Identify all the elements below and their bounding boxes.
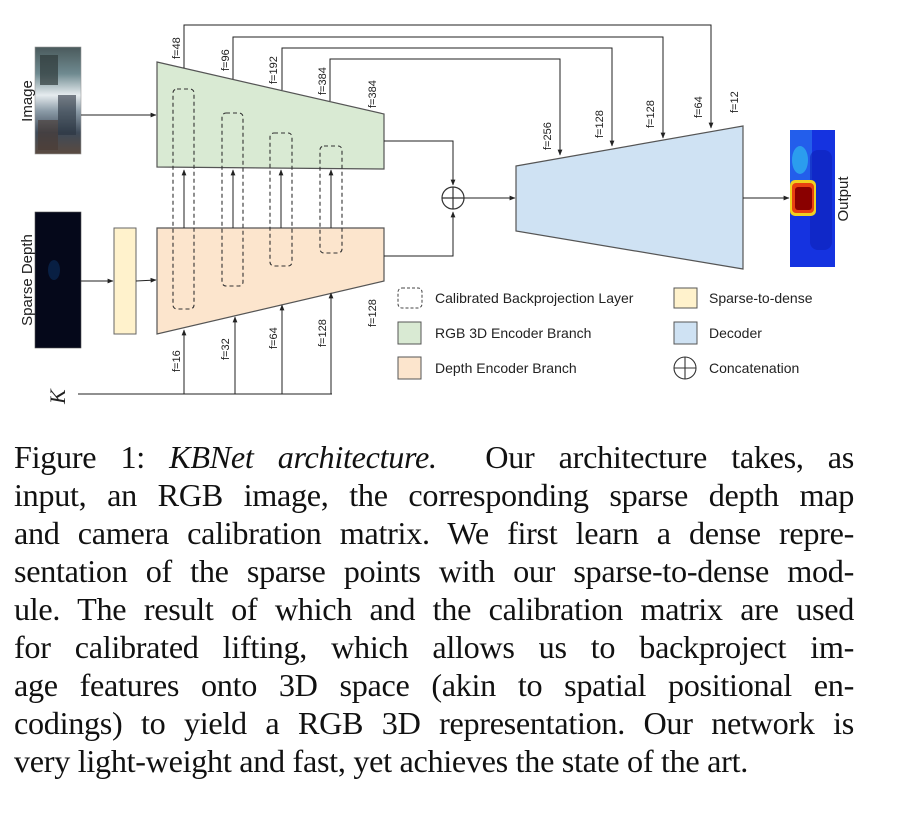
output-depth-map	[790, 130, 835, 267]
feature-label: f=192	[268, 56, 280, 84]
rgb-encoder-labels: f=48 f=96 f=192 f=384 f=384	[171, 37, 379, 108]
skip-connections	[183, 24, 714, 156]
depth-encoder-output	[384, 211, 456, 257]
caption-prefix: Figure 1:	[14, 439, 170, 475]
feature-label: f=256	[542, 122, 554, 150]
feature-label: f=128	[645, 100, 657, 128]
decoder	[515, 125, 744, 270]
figure-caption: Figure 1: KBNet architecture. Our archit…	[14, 438, 854, 780]
feature-label: f=96	[220, 49, 232, 71]
caption-line: Figure 1: KBNet architecture. Our archit…	[14, 439, 855, 475]
backprojection-layers	[172, 88, 343, 310]
caption-line: sentation of the sparse points with our …	[14, 553, 854, 589]
backprojection-layer	[319, 145, 343, 254]
caption-line: codings) to yield a RGB 3D representatio…	[14, 705, 854, 741]
feature-label: f=32	[220, 338, 232, 360]
sparse-depth-label: Sparse Depth	[19, 234, 36, 326]
calibration-label: K	[45, 388, 70, 405]
feature-label: f=128	[317, 319, 329, 347]
decoder-labels: f=256 f=128 f=128 f=64 f=12	[542, 91, 741, 150]
rgb-encoder-branch	[156, 61, 385, 170]
caption-line: age features onto 3D space (akin to spat…	[14, 667, 854, 703]
legend-item-depth-encoder: Depth Encoder Branch	[397, 356, 577, 380]
depth-encoder-branch	[156, 227, 385, 335]
backprojection-layer	[269, 132, 293, 267]
feature-label: f=48	[171, 37, 183, 59]
legend-item-decoder: Decoder	[673, 321, 762, 345]
skip-connection	[329, 58, 563, 156]
caption-title: KBNet architecture.	[169, 439, 437, 475]
architecture-diagram: Image Sparse Depth K f=4	[19, 24, 852, 405]
svg-text:RGB 3D Encoder Branch: RGB 3D Encoder Branch	[435, 325, 591, 341]
feature-label: f=384	[367, 80, 379, 108]
caption-line: ule. The result of which and the calibra…	[14, 591, 854, 627]
feature-label: f=128	[367, 299, 379, 327]
sparse-to-dense-module	[113, 227, 137, 335]
caption-line: and camera calibration matrix. We first …	[14, 515, 854, 551]
rgb-encoder-output	[384, 140, 456, 186]
concatenation-node	[441, 186, 465, 210]
sparse-depth-points	[48, 260, 60, 280]
feature-label: f=128	[594, 110, 606, 138]
legend: Calibrated Backprojection Layer Sparse-t…	[397, 287, 813, 380]
backprojection-layer	[221, 112, 244, 287]
feature-label: f=64	[693, 96, 705, 118]
legend-item-backprojection: Calibrated Backprojection Layer	[397, 287, 634, 309]
svg-text:Depth Encoder Branch: Depth Encoder Branch	[435, 360, 577, 376]
feature-label: f=384	[317, 67, 329, 95]
calibration-arrows	[181, 292, 334, 394]
sparse-to-dense-arrow	[135, 277, 157, 283]
svg-text:Decoder: Decoder	[709, 325, 762, 341]
output-label: Output	[835, 176, 852, 222]
caption-line: very light-weight and fast, yet achieves…	[14, 743, 748, 779]
feature-label: f=16	[171, 350, 183, 372]
input-image	[34, 46, 82, 155]
caption-line: input, an RGB image, the corresponding s…	[14, 477, 854, 513]
skip-connection	[183, 24, 714, 129]
depth-encoder-labels: f=16 f=32 f=64 f=128 f=128	[171, 299, 379, 372]
input-sparse-depth	[34, 211, 82, 349]
image-label: Image	[19, 80, 36, 122]
legend-item-sparse-to-dense: Sparse-to-dense	[673, 287, 813, 309]
skip-connection	[281, 47, 615, 147]
feature-label: f=12	[729, 91, 741, 113]
depth-to-rgb-arrows	[181, 169, 334, 228]
svg-text:Concatenation: Concatenation	[709, 360, 799, 376]
legend-item-rgb-encoder: RGB 3D Encoder Branch	[397, 321, 591, 345]
skip-connection	[232, 36, 666, 139]
svg-text:Calibrated Backprojection Laye: Calibrated Backprojection Layer	[435, 290, 634, 306]
feature-label: f=64	[268, 327, 280, 349]
caption-line: for calibrated lifting, which allows us …	[14, 629, 854, 665]
legend-item-concatenation: Concatenation	[673, 356, 799, 380]
svg-text:Sparse-to-dense: Sparse-to-dense	[709, 290, 813, 306]
